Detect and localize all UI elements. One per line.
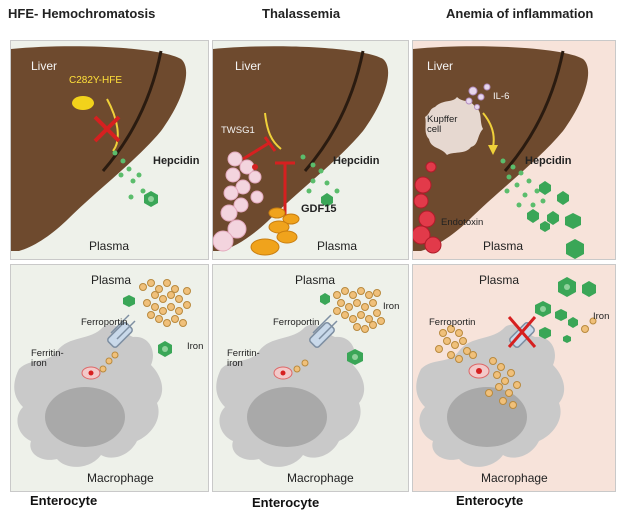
label-hepcidin: Hepcidin <box>333 155 380 167</box>
hfe-protein <box>72 96 94 110</box>
iron-particles <box>435 317 597 409</box>
gdf15-cluster <box>250 207 300 256</box>
label-hepcidin: Hepcidin <box>525 155 572 167</box>
macrophage-illustration <box>14 279 191 467</box>
label-iron: Iron <box>187 341 204 352</box>
iron-particles <box>293 287 385 373</box>
liver-panel-inflammation: Liver IL-6 Kupffer cell Hepcidin Endotox… <box>412 40 616 260</box>
liver-panel-thalassemia: Liver TWSG1 Hepcidin GDF15 Plasma <box>212 40 409 260</box>
label-liver: Liver <box>235 59 262 73</box>
label-c282y-hfe: C282Y-HFE <box>69 75 122 86</box>
hepcidin-dots <box>112 150 146 200</box>
label-ferroportin: Ferroportin <box>81 317 128 328</box>
nucleus <box>247 387 327 447</box>
column-title-inflammation: Anemia of inflammation <box>446 6 594 21</box>
label-il6: IL-6 <box>493 91 510 102</box>
liver-panel-hfe: Liver C282Y-HFE Hepcidin Plasma <box>10 40 209 260</box>
caption-enterocyte-thalassemia: Enterocyte <box>252 495 320 510</box>
label-macrophage: Macrophage <box>87 471 154 485</box>
label-endotoxin: Endotoxin <box>441 217 484 228</box>
label-plasma: Plasma <box>479 273 520 287</box>
hepcidin-dots <box>500 158 546 208</box>
label-macrophage: Macrophage <box>287 471 354 485</box>
liver-illustration <box>413 46 589 259</box>
hepcidin-hexagon <box>320 293 330 305</box>
macrophage-panel-thalassemia: Plasma Ferroportin Ferritin- iron Iron M… <box>212 264 409 492</box>
caption-enterocyte-inflammation: Enterocyte <box>456 493 524 508</box>
label-hepcidin: Hepcidin <box>153 155 200 167</box>
label-plasma: Plasma <box>295 273 336 287</box>
macrophage-illustration <box>416 277 597 467</box>
label-plasma: Plasma <box>91 273 132 287</box>
hepcidin-hexagon <box>123 295 135 307</box>
label-iron: Iron <box>383 301 400 312</box>
iron-particles <box>99 279 191 373</box>
label-twsg1: TWSG1 <box>221 125 255 136</box>
macrophage-panel-inflammation: Plasma Ferroportin Iron Macrophage <box>412 264 616 492</box>
caption-enterocyte-hfe: Enterocyte <box>30 493 98 508</box>
hepcidin-dots <box>300 154 340 194</box>
endotoxin-cluster <box>413 161 442 254</box>
label-macrophage: Macrophage <box>481 471 548 485</box>
il6-dots <box>465 83 491 110</box>
label-plasma: Plasma <box>89 239 130 253</box>
macrophage-panel-hfe: Plasma Ferroportin Ferritin- iron Iron M… <box>10 264 209 492</box>
column-title-hfe: HFE- Hemochromatosis <box>8 6 156 21</box>
erythroblast-cluster <box>213 151 264 252</box>
label-gdf15: GDF15 <box>301 203 337 215</box>
label-plasma: Plasma <box>317 239 358 253</box>
nucleus <box>45 387 125 447</box>
liver-illustration <box>11 46 187 252</box>
macrophage-illustration <box>216 287 385 467</box>
label-ferritin-iron: Ferritin- iron <box>31 348 64 369</box>
label-kupffer-cell: Kupffer cell <box>427 114 458 135</box>
label-ferroportin: Ferroportin <box>429 317 476 328</box>
label-iron: Iron <box>593 311 610 322</box>
hepcidin-hexagons <box>527 181 584 259</box>
liver-illustration <box>213 46 389 256</box>
label-plasma: Plasma <box>483 239 524 253</box>
label-liver: Liver <box>427 59 454 73</box>
column-title-thalassemia: Thalassemia <box>262 6 341 21</box>
label-ferroportin: Ferroportin <box>273 317 320 328</box>
label-ferritin-iron: Ferritin- iron <box>227 348 260 369</box>
nucleus <box>447 387 527 447</box>
label-liver: Liver <box>31 59 58 73</box>
twsg1-inhibit <box>242 141 270 161</box>
kupffer-cell <box>425 97 483 155</box>
